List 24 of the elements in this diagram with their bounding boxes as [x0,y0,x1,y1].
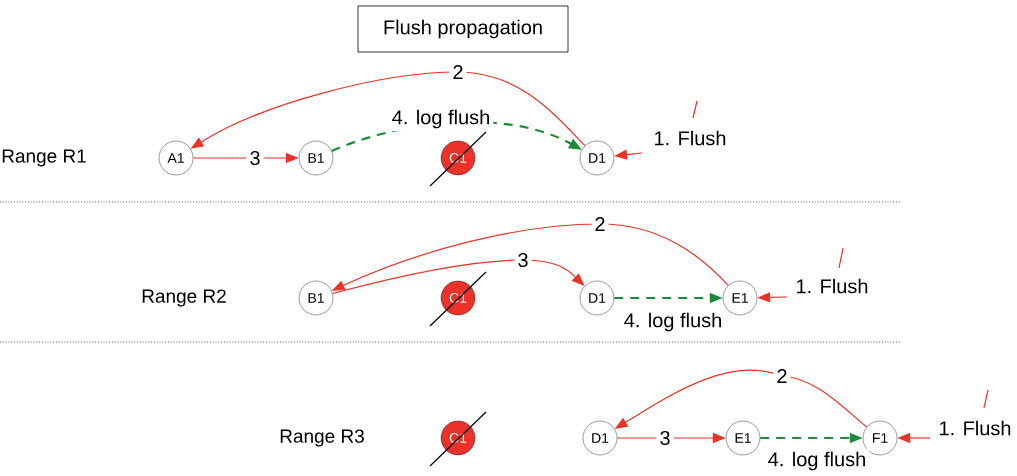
edge-label: 1. Flush [792,275,872,297]
edge-label: 4. log flush [764,448,870,474]
edge-label: 3 [514,249,532,271]
edge-label: 2 [449,62,467,82]
title-box: Flush propagation [357,5,569,53]
circle-node: D1 [579,280,615,316]
edge-label: 2 [591,214,609,234]
circle-node: A1 [158,140,194,176]
range-label: Range R2 [142,289,226,307]
circle-node: D1 [579,140,615,176]
circle-node: B1 [298,280,334,316]
edge-label: 1. Flush [935,417,1015,439]
edge-label: 1. Flush [650,127,730,149]
circle-node: E1 [722,280,758,316]
circle-node: F1 [862,420,898,456]
edge-label: 3 [656,427,674,449]
edge-label: 4. log flush [388,106,494,132]
edge-label: 3 [246,147,264,169]
circle-node: D1 [582,420,618,456]
edge-label: 2 [773,366,791,386]
circle-node: E1 [725,420,761,456]
circle-node: B1 [298,140,334,176]
range-label: Range R1 [2,149,86,167]
range-label: Range R3 [280,429,364,447]
